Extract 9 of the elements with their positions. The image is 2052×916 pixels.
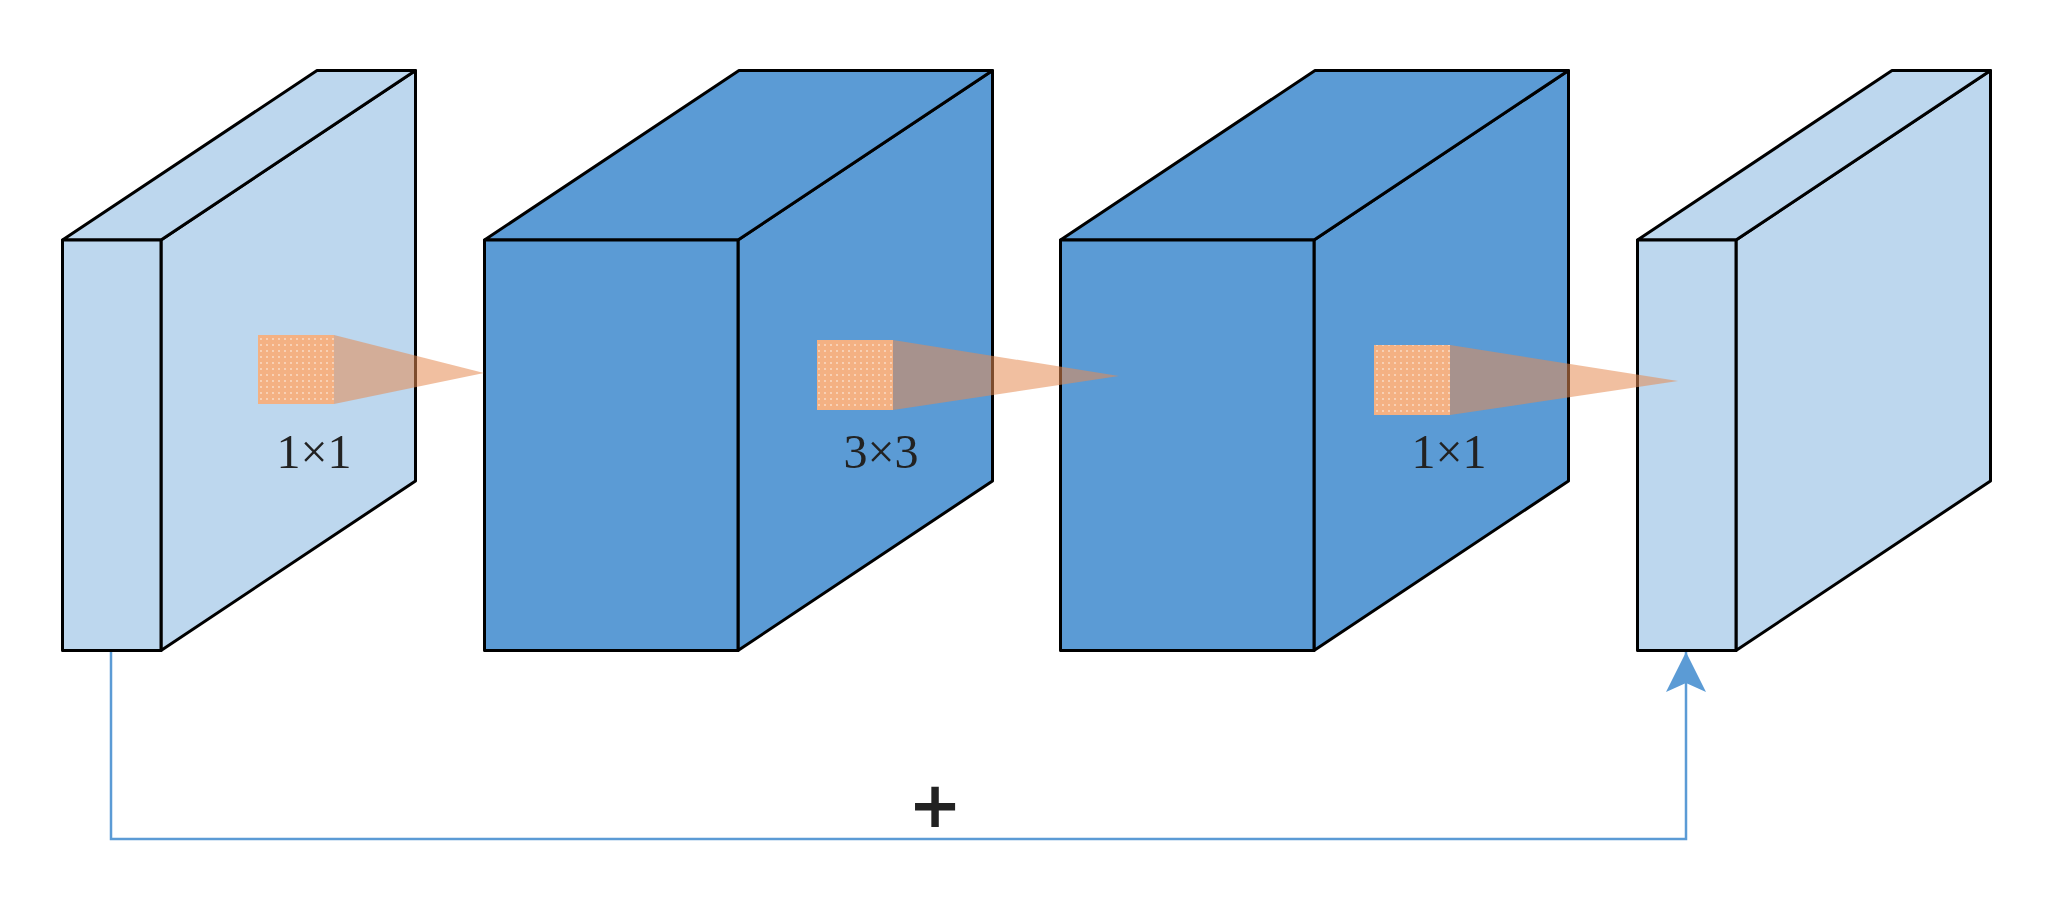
cuboid-block [483, 69, 994, 652]
kernel-size-label: 1×1 [1411, 428, 1487, 476]
cuboid-block [1636, 69, 1992, 652]
kernel-size-label: 3×3 [843, 428, 919, 476]
cuboid-block [1059, 69, 1570, 652]
kernel-size-label: 1×1 [276, 428, 352, 476]
edge-label: + [908, 773, 962, 837]
skip-connection-arrow [109, 652, 1706, 841]
cuboid-block [61, 69, 417, 652]
